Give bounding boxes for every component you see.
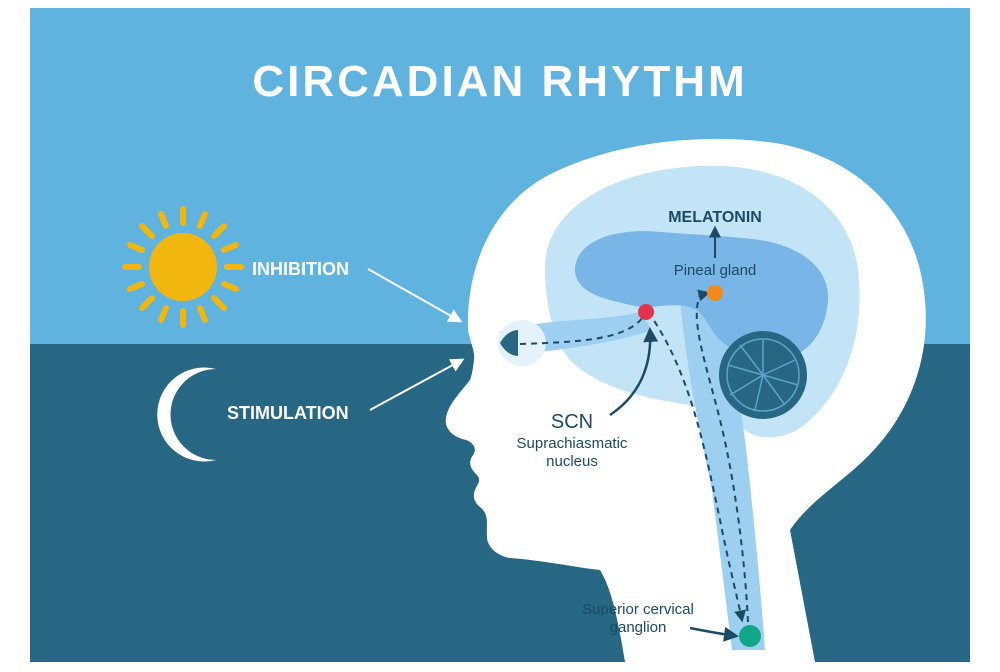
ganglion-label-line1: Superior cervical <box>582 601 694 618</box>
sun-icon <box>122 206 244 328</box>
scn-full-name-line2: nucleus <box>546 453 598 470</box>
ganglion-label-line2: ganglion <box>610 619 667 636</box>
pineal-gland-node <box>707 285 723 301</box>
melatonin-label: MELATONIN <box>668 209 762 226</box>
retina-to-scn-path <box>519 313 646 345</box>
ganglion-pointer-arrow <box>689 626 739 642</box>
cerebellum <box>719 331 807 419</box>
scn-label: SCN <box>551 411 593 433</box>
stimulation-arrow <box>369 358 465 411</box>
stimulation-label: STIMULATION <box>227 403 349 423</box>
scn-pointer-arrow <box>609 327 659 417</box>
scn-node <box>638 304 654 320</box>
ganglion-to-pineal-path <box>695 289 749 623</box>
pineal-gland-label: Pineal gland <box>674 262 757 279</box>
superior-cervical-ganglion-node <box>739 625 761 647</box>
inhibition-label: INHIBITION <box>252 259 349 279</box>
scn-to-ganglion-path <box>647 311 746 623</box>
moon-icon <box>157 367 216 462</box>
page-title: CIRCADIAN RHYTHM <box>252 57 747 106</box>
inhibition-arrow <box>367 268 463 323</box>
scn-full-name-line1: Suprachiasmatic <box>517 435 628 452</box>
